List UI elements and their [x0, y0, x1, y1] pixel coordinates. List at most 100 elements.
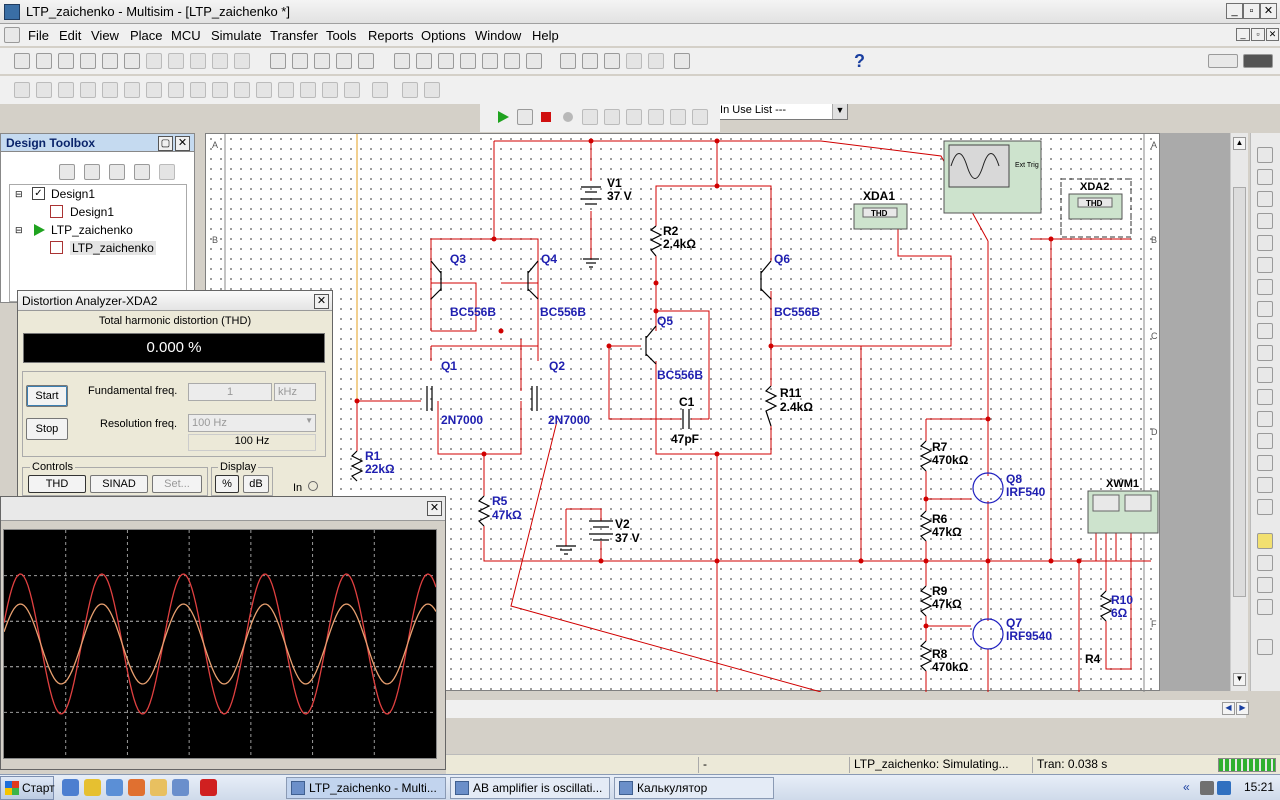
hierarchical-block-icon[interactable]	[372, 82, 388, 98]
menu-mcu[interactable]: MCU	[171, 28, 201, 43]
input-terminal-icon[interactable]	[308, 481, 318, 491]
peripheral-icon[interactable]	[278, 82, 294, 98]
resolution-freq-select[interactable]: 100 Hz ▼	[188, 414, 316, 432]
mcu-icon[interactable]	[344, 82, 360, 98]
chrome-alt-icon[interactable]	[106, 779, 123, 796]
start-button[interactable]: Start	[26, 385, 68, 407]
chevron-down-icon[interactable]: ▼	[832, 102, 847, 119]
open-design-icon[interactable]	[84, 164, 100, 180]
set-button[interactable]: Set...	[152, 475, 202, 493]
indicator-icon[interactable]	[212, 82, 228, 98]
tree-item-design1-sheet[interactable]: Design1	[70, 205, 115, 219]
chrome-icon[interactable]	[84, 779, 101, 796]
collapse-icon[interactable]: ⊟	[15, 189, 23, 199]
cut-icon[interactable]	[146, 53, 162, 69]
close-panel-icon[interactable]: ✕	[175, 136, 190, 151]
tree-item-design1[interactable]: Design1	[51, 187, 96, 201]
stop-button[interactable]: Stop	[26, 418, 68, 440]
probe-icon[interactable]	[1257, 639, 1273, 655]
new-design-icon[interactable]	[59, 164, 75, 180]
percent-button[interactable]: %	[215, 475, 239, 493]
current-probe-icon[interactable]	[1257, 577, 1273, 593]
menu-view[interactable]: View	[91, 28, 119, 43]
menu-simulate[interactable]: Simulate	[211, 28, 262, 43]
component-wizard-icon[interactable]	[504, 53, 520, 69]
grid-icon[interactable]	[460, 53, 476, 69]
help-icon[interactable]: ?	[854, 51, 865, 71]
menu-help[interactable]: Help	[532, 28, 559, 43]
logic-analyzer-icon[interactable]	[1257, 323, 1273, 339]
menu-tools[interactable]: Tools	[326, 28, 357, 43]
ttl-icon[interactable]	[124, 82, 140, 98]
doc-close-button[interactable]: ✕	[1266, 28, 1279, 41]
basic-icon[interactable]	[36, 82, 52, 98]
mixed-icon[interactable]	[190, 82, 206, 98]
maximize-button[interactable]: ▫	[1243, 3, 1260, 19]
step-over-icon[interactable]	[604, 109, 620, 125]
vertical-scrollbar[interactable]: ▲ ▼	[1230, 133, 1248, 691]
rename-icon[interactable]	[159, 164, 175, 180]
menu-options[interactable]: Options	[421, 28, 466, 43]
misc-icon[interactable]	[256, 82, 272, 98]
tree-item-ltp-zaichenko-sheet[interactable]: LTP_zaichenko	[70, 241, 156, 255]
power-icon[interactable]	[234, 82, 250, 98]
copy-icon[interactable]	[168, 53, 184, 69]
logic-converter-icon[interactable]	[1257, 345, 1273, 361]
tree-item-ltp-zaichenko[interactable]: LTP_zaichenko	[51, 223, 133, 237]
minimize-button[interactable]: _	[1226, 3, 1243, 19]
xwm1-instrument[interactable]	[1087, 490, 1159, 534]
agilent-generator-icon[interactable]	[1257, 455, 1273, 471]
xda1-instrument[interactable]	[853, 203, 908, 230]
oscilloscope-instrument[interactable]	[943, 140, 1042, 214]
menu-window[interactable]: Window	[475, 28, 522, 43]
close-design-icon[interactable]	[134, 164, 150, 180]
zoom-fit-icon[interactable]	[358, 53, 374, 69]
schematic-canvas[interactable]: A B A B C D E F	[205, 133, 1160, 692]
database-icon[interactable]	[482, 53, 498, 69]
electromechanical-icon[interactable]	[322, 82, 338, 98]
menu-place[interactable]: Place	[130, 28, 163, 43]
measurement-probe-icon[interactable]	[1257, 533, 1273, 549]
agilent-scope-icon[interactable]	[1257, 499, 1273, 515]
collapse-icon[interactable]: ⊟	[15, 225, 23, 235]
open-sample-icon[interactable]	[58, 53, 74, 69]
thd-button[interactable]: THD	[28, 475, 86, 493]
cmos-icon[interactable]	[146, 82, 162, 98]
find-icon[interactable]	[394, 53, 410, 69]
menu-edit[interactable]: Edit	[59, 28, 82, 43]
fundamental-freq-input[interactable]: 1	[188, 383, 272, 401]
print-preview-icon[interactable]	[124, 53, 140, 69]
erc-icon[interactable]	[582, 53, 598, 69]
menu-file[interactable]: File	[28, 28, 49, 43]
fundamental-unit-select[interactable]: kHz	[274, 383, 316, 401]
step-icon[interactable]	[582, 109, 598, 125]
paste-icon[interactable]	[190, 53, 206, 69]
redo-icon[interactable]	[234, 53, 250, 69]
distortion-analyzer-icon[interactable]	[1257, 389, 1273, 405]
breakpoint-icon[interactable]	[692, 109, 708, 125]
wattmeter-icon[interactable]	[1257, 191, 1273, 207]
network-analyzer-icon[interactable]	[1257, 433, 1273, 449]
panel-pin-icon[interactable]: ▢	[158, 136, 173, 151]
design-toolbox-icon[interactable]	[438, 53, 454, 69]
misc-digital-icon[interactable]	[168, 82, 184, 98]
folder-icon[interactable]	[150, 779, 167, 796]
save-design-icon[interactable]	[109, 164, 125, 180]
run-icon[interactable]	[496, 110, 510, 124]
scroll-left-icon[interactable]: ◀	[1222, 702, 1235, 715]
scroll-up-icon[interactable]: ▲	[1233, 137, 1246, 150]
zoom-in-icon[interactable]	[292, 53, 308, 69]
oscilloscope-icon[interactable]	[1257, 213, 1273, 229]
source-icon[interactable]	[14, 82, 30, 98]
region-icon[interactable]	[604, 53, 620, 69]
labview-icon[interactable]	[1257, 555, 1273, 571]
scroll-down-icon[interactable]: ▼	[1233, 673, 1246, 686]
bode-plotter-icon[interactable]	[1257, 257, 1273, 273]
stop-icon[interactable]	[540, 111, 552, 123]
agilent-multimeter-icon[interactable]	[1257, 477, 1273, 493]
rf-icon[interactable]	[300, 82, 316, 98]
instrument-view-dark-icon[interactable]	[1243, 54, 1273, 68]
zoom-area-icon[interactable]	[336, 53, 352, 69]
undo-icon[interactable]	[212, 53, 228, 69]
spectrum-analyzer-icon[interactable]	[1257, 411, 1273, 427]
